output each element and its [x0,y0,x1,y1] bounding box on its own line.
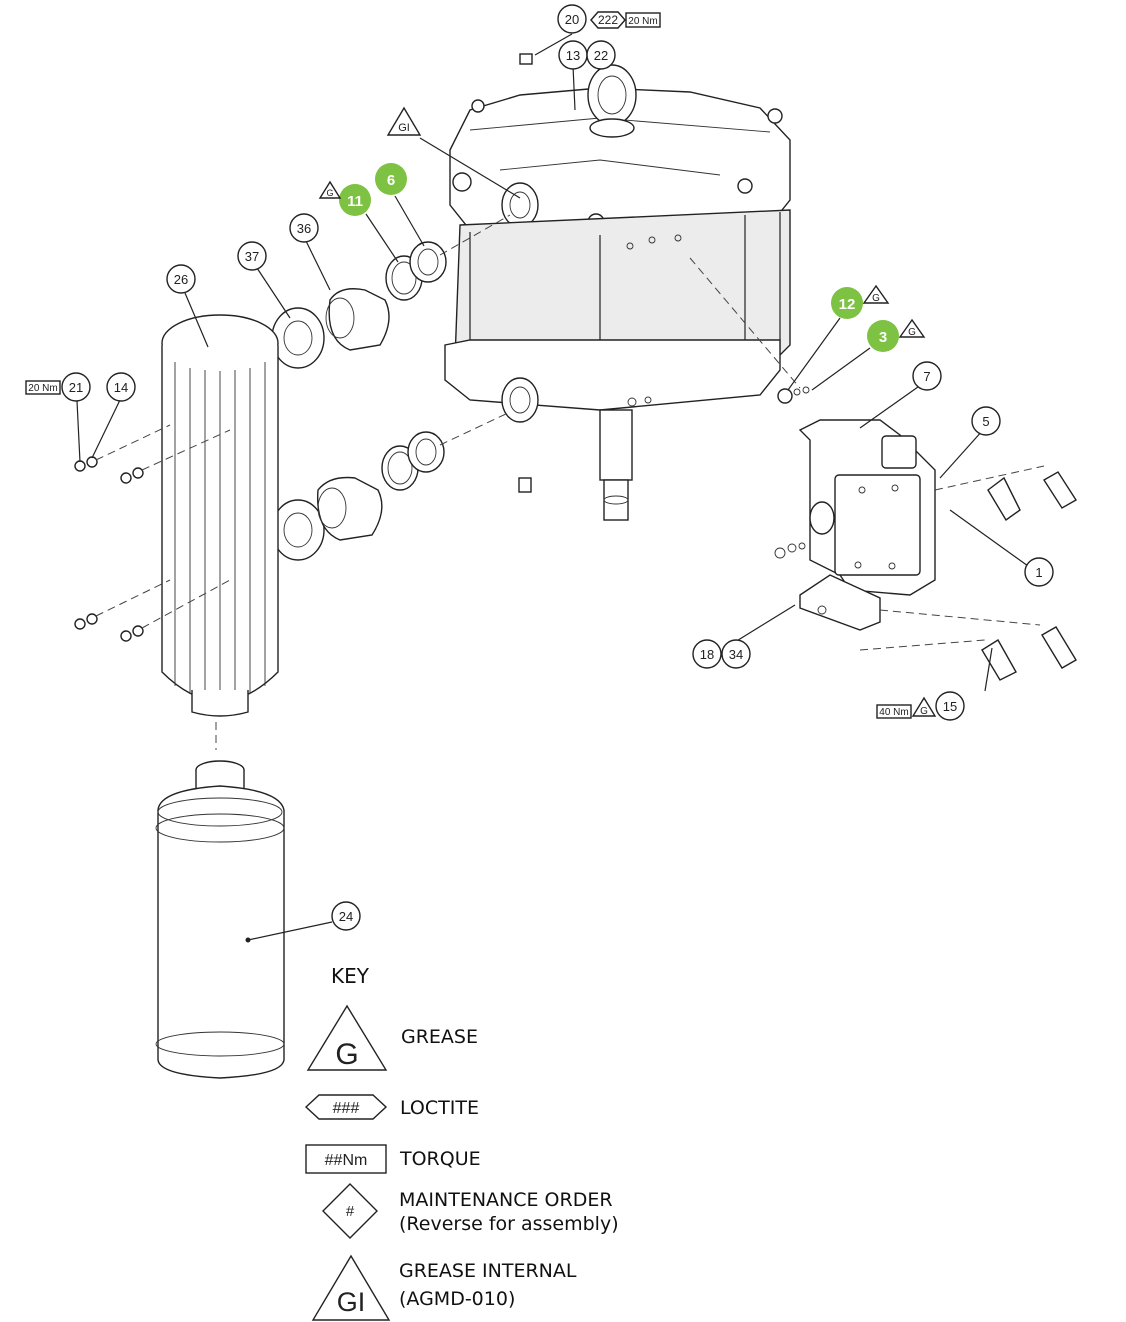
svg-text:3: 3 [879,329,887,346]
pump-housing [444,53,791,521]
svg-text:##Nm: ##Nm [325,1152,368,1169]
svg-text:12: 12 [839,296,856,313]
svg-text:1: 1 [1035,565,1042,580]
svg-text:20: 20 [565,12,579,27]
torque-tag-20nm-top: 20 Nm [625,12,661,28]
torque-tag-20nm-left: 20 Nm [25,380,61,395]
legend-item-torque: ##Nm TORQUE [305,1144,481,1174]
svg-text:20 Nm: 20 Nm [28,383,57,394]
leader-lines [76,33,1029,941]
legend-key: KEY G GREASE ### LOCTITE ##Nm TORQUE # M… [304,964,619,1321]
left-fasteners [74,424,231,642]
svg-text:MAINTENANCE ORDER: MAINTENANCE ORDER [399,1189,613,1211]
svg-text:GI: GI [398,122,410,134]
svg-text:21: 21 [69,380,83,395]
svg-text:20 Nm: 20 Nm [628,16,657,27]
svg-text:22: 22 [594,48,608,63]
svg-text:18: 18 [700,647,714,662]
svg-text:G: G [335,1038,358,1071]
svg-text:###: ### [333,1100,360,1117]
svg-text:TORQUE: TORQUE [399,1148,481,1170]
callout-36: 36 [289,213,319,243]
svg-text:#: # [346,1203,355,1220]
callout-14: 14 [106,372,136,402]
svg-text:LOCTITE: LOCTITE [400,1097,479,1119]
callout-37: 37 [237,241,267,271]
finned-sleeve [161,314,279,750]
maintenance-markers: 11 6 12 3 [339,163,899,352]
svg-text:26: 26 [174,272,188,287]
upper-valve-stack [271,214,511,369]
svg-text:G: G [908,327,916,338]
svg-text:6: 6 [387,172,395,189]
callout-22: 22 [586,40,616,70]
legend-item-maintenance-order: # MAINTENANCE ORDER (Reverse for assembl… [322,1183,619,1239]
spec-tags: 222 20 Nm 20 Nm 40 Nm G G G G [25,11,937,719]
callout-1: 1 [1024,557,1054,587]
svg-text:37: 37 [245,249,259,264]
svg-text:G: G [326,188,333,198]
callout-13: 13 [558,40,588,70]
svg-text:15: 15 [943,699,957,714]
svg-text:G: G [920,706,928,717]
svg-text:13: 13 [566,48,580,63]
silencer-cylinder [155,760,285,1079]
svg-text:GREASE: GREASE [401,1026,478,1048]
legend-item-loctite: ### LOCTITE [304,1094,479,1120]
grease-tag-12: G [862,284,890,304]
legend-item-grease: G GREASE [306,1004,478,1071]
maintenance-step-3: 3 [867,320,899,352]
callout-18: 18 [692,639,722,669]
svg-text:222: 222 [598,13,618,27]
svg-text:GREASE INTERNAL: GREASE INTERNAL [399,1260,577,1282]
grease-tag-upper-left: G [318,180,342,199]
callout-26: 26 [166,264,196,294]
grease-internal-tag-housing: GI [386,106,422,136]
svg-text:(AGMD-010): (AGMD-010) [399,1288,515,1310]
lower-valve-stack [271,411,511,561]
svg-text:40 Nm: 40 Nm [879,707,908,718]
svg-text:G: G [872,293,880,304]
callout-24: 24 [331,901,361,931]
legend-title: KEY [331,964,370,988]
loctite-tag-222: 222 [590,11,626,29]
svg-text:7: 7 [923,369,930,384]
svg-text:34: 34 [729,647,743,662]
callout-7: 7 [912,361,942,391]
control-valve-block [689,257,1077,681]
svg-text:5: 5 [982,414,989,429]
legend-item-grease-internal: GI GREASE INTERNAL (AGMD-010) [311,1254,577,1321]
svg-text:(Reverse for assembly): (Reverse for assembly) [399,1213,619,1235]
svg-text:14: 14 [114,380,128,395]
maintenance-step-11: 11 [339,184,371,216]
svg-text:11: 11 [347,193,363,210]
grease-tag-3: G [898,318,926,338]
svg-text:36: 36 [297,221,311,236]
callout-bubbles: 20 13 22 36 37 26 21 14 7 5 1 18 34 15 2… [61,4,1054,931]
grease-tag-15: G [911,696,937,717]
callout-34: 34 [721,639,751,669]
torque-tag-40nm: 40 Nm [876,704,912,719]
svg-text:GI: GI [337,1287,366,1317]
maintenance-step-12: 12 [831,287,863,319]
callout-5: 5 [971,406,1001,436]
svg-text:24: 24 [339,909,353,924]
callout-21: 21 [61,372,91,402]
maintenance-step-6: 6 [375,163,407,195]
callout-15: 15 [935,691,965,721]
callout-20: 20 [557,4,587,34]
